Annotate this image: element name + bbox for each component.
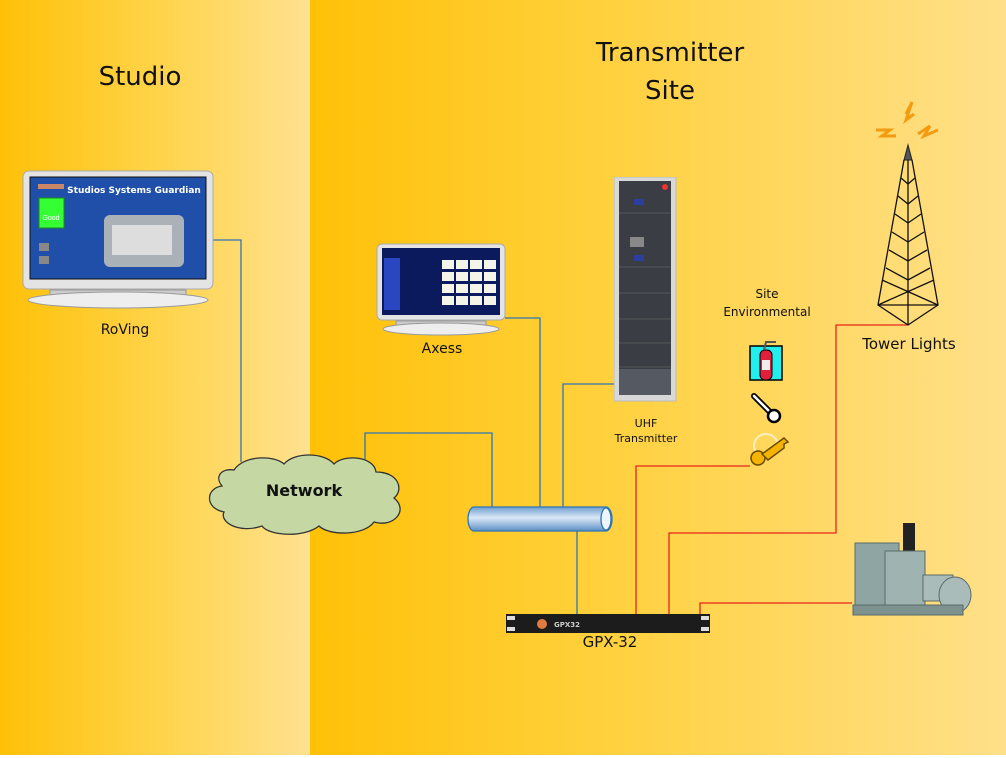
wire-key-gpx [635, 465, 750, 616]
transmitter-site-title-line2: Site [645, 76, 695, 106]
status-box: Good [42, 215, 59, 222]
gpx-logo-icon [537, 619, 547, 629]
wire-roving-network [213, 239, 242, 462]
key-icon [750, 433, 790, 466]
uhf-label-line2: Transmitter [614, 432, 678, 445]
tower-lights-label: Tower Lights [862, 335, 956, 353]
thermometer-icon [751, 393, 782, 424]
roving-label: RoVing [100, 322, 150, 338]
fire-extinguisher-icon [749, 341, 783, 381]
screen-title: Studios Systems Guardian [67, 186, 201, 196]
site-env-label-line2: Environmental [723, 305, 811, 319]
wire-axess-bus [505, 317, 541, 508]
roving-monitor[interactable]: Studios Systems Guardian Good [22, 170, 218, 310]
network-label: Network [265, 481, 343, 500]
gpx32-label: GPX-32 [582, 633, 638, 651]
wire-tower-gpx [668, 324, 907, 616]
uhf-label-line1: UHF [634, 417, 658, 430]
transmitter-site-title-line1: Transmitter [595, 38, 745, 68]
generator-icon[interactable] [845, 515, 975, 625]
network-switch-bus[interactable] [466, 505, 616, 535]
site-env-label-line1: Site [755, 287, 779, 301]
network-cloud[interactable] [204, 450, 410, 536]
axess-monitor[interactable] [376, 243, 508, 341]
uhf-transmitter-rack[interactable] [614, 177, 678, 403]
axess-label: Axess [421, 341, 463, 357]
wire-generator-gpx [699, 602, 852, 616]
gpx-faceplate: GPX32 [554, 621, 580, 629]
gpx32-unit[interactable]: GPX32 [506, 613, 712, 635]
studio-panel [0, 0, 310, 755]
studio-title: Studio [98, 62, 182, 92]
wire-uhf-bus [562, 383, 614, 508]
wire-network-bus [364, 432, 493, 508]
logo-icon [38, 184, 64, 189]
tower-icon[interactable] [866, 100, 950, 330]
